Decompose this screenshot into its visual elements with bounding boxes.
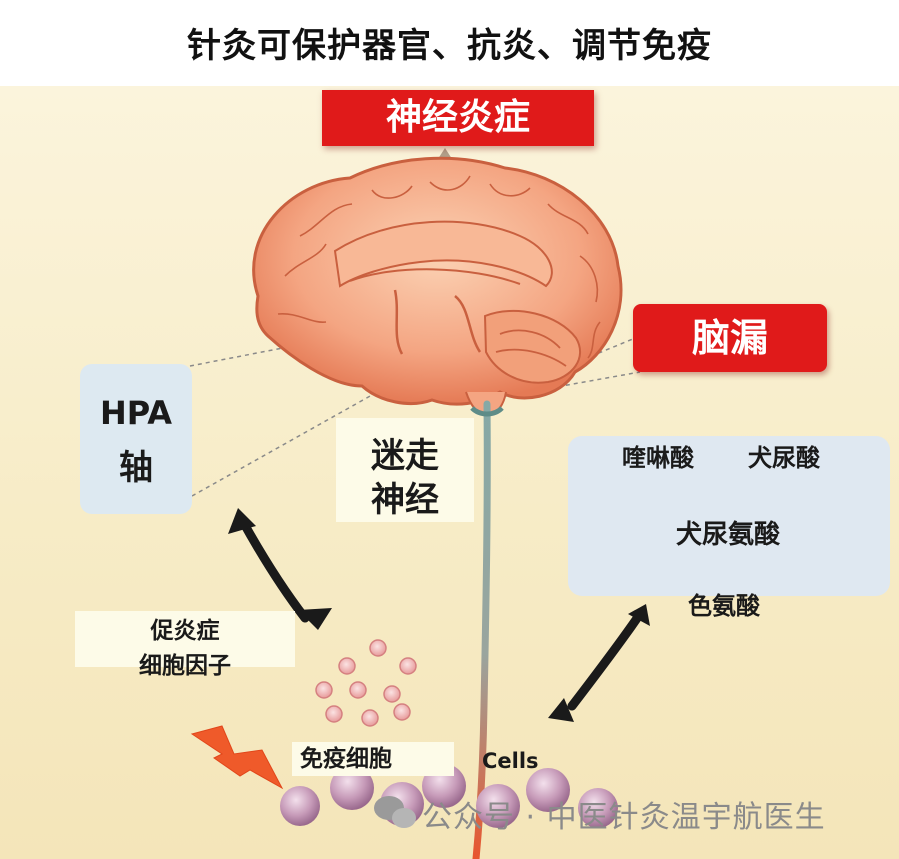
diagram-canvas: 神经炎症 脑漏 HPA 轴 迷走 神经 喹啉酸 犬尿酸 犬尿氨酸 色氨酸 促炎症… [0,86,899,859]
immune-cells-label: 免疫细胞 [300,746,392,772]
vagus-nerve-box: 迷走 神经 [336,418,474,522]
tryptophan-label: 色氨酸 [688,592,760,620]
watermark-text: 公众号 · 中医针灸温宇航医生 [422,800,826,835]
cells-english-label: Cells [482,749,539,773]
hpa-axis-box: HPA 轴 [80,364,192,514]
quinolinic-acid-label: 喹啉酸 [622,444,694,472]
leaky-brain-box: 脑漏 [633,304,827,372]
lightning-icon [190,725,284,790]
vagus-label-line1: 迷走 [371,436,439,476]
wechat-icon [374,796,416,828]
kynurenine-label: 犬尿氨酸 [676,520,781,550]
immune-metabolite-arrow [548,604,650,722]
brain-illustration [252,156,623,418]
cytokine-hpa-arrow [228,508,332,630]
metabolite-panel [568,436,890,596]
hpa-label-line2: 轴 [119,448,153,488]
page-title: 针灸可保护器官、抗炎、调节免疫 [0,0,899,86]
immune-cells-label-box [292,742,454,776]
hpa-label-line1: HPA [99,394,173,432]
cytokine-label-line2: 细胞因子 [139,653,231,679]
vagus-label-line2: 神经 [371,480,439,520]
cytokine-particles [315,639,417,727]
diagram-artwork [189,148,804,859]
cytokine-label-box [75,611,295,667]
kynurenic-acid-label: 犬尿酸 [748,444,820,472]
neuroinflammation-box: 神经炎症 [322,90,594,146]
cytokine-label-line1: 促炎症 [150,618,220,644]
